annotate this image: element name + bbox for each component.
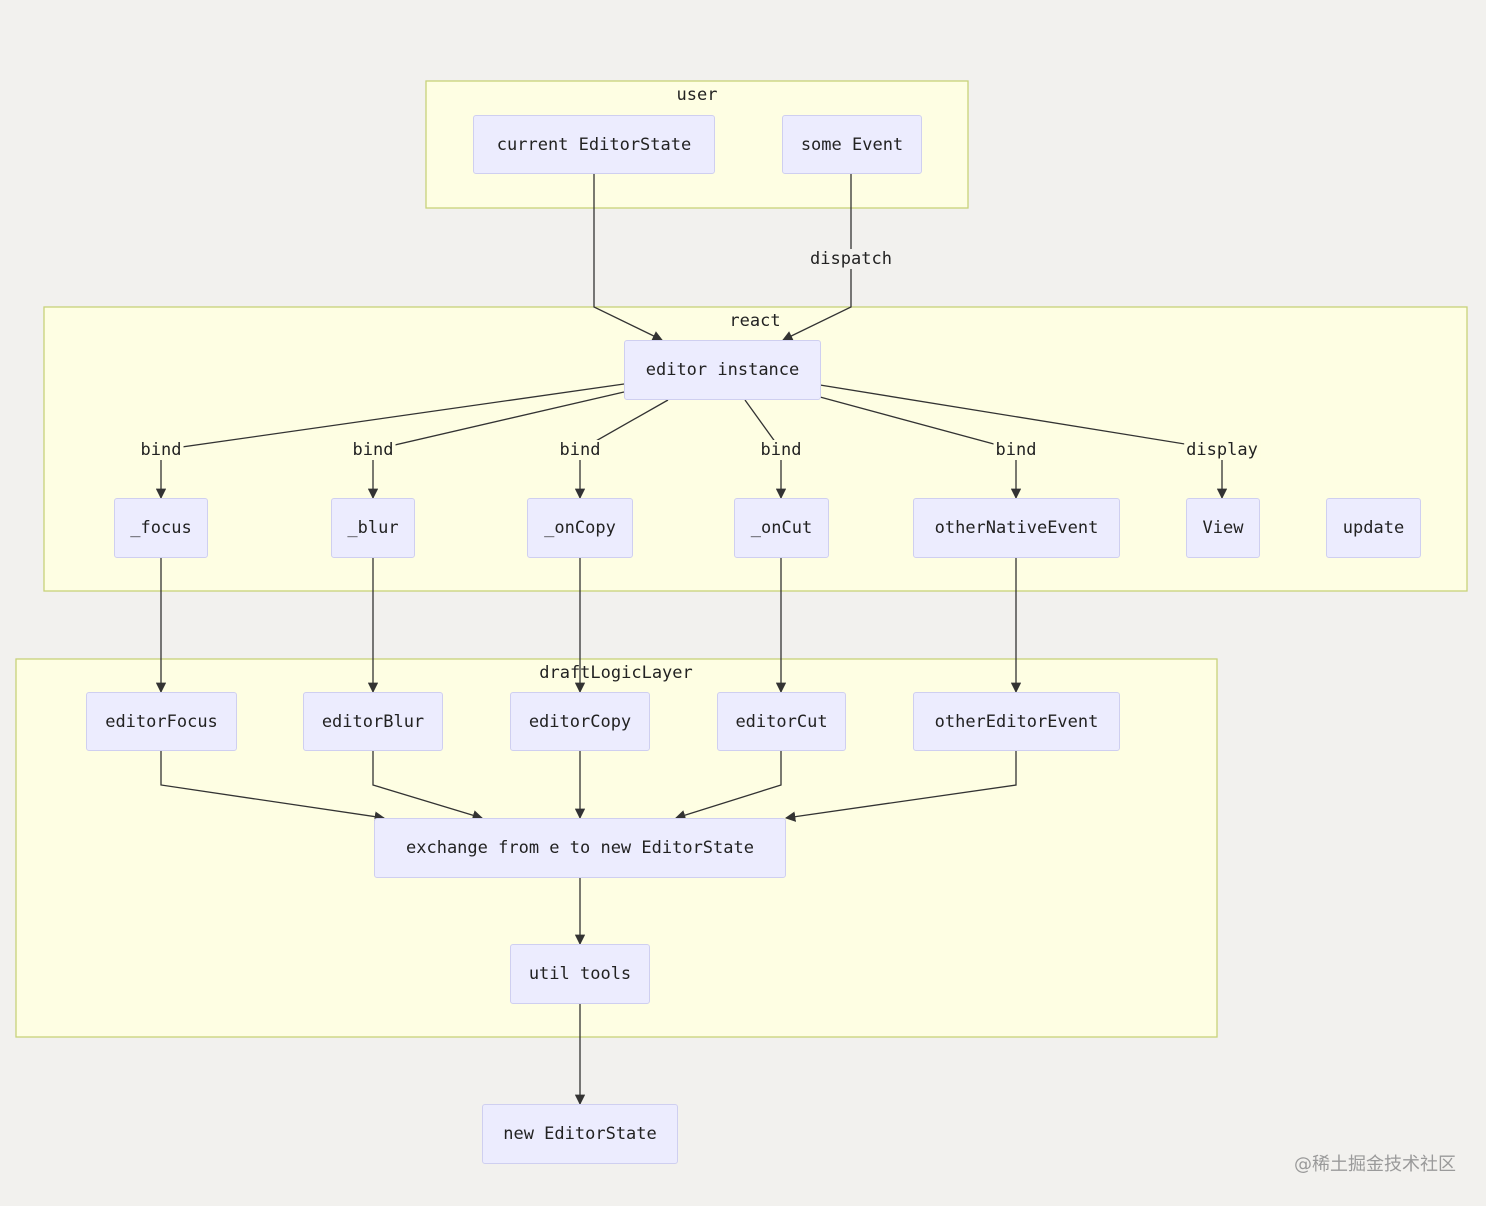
edge-editor-focus-to-exchange [160,751,386,822]
edge-editor-cut-to-exchange [675,751,782,821]
node-current-editor-state[interactable]: current EditorState [473,115,715,174]
node-editor-blur[interactable]: editorBlur [303,692,443,751]
edge-current-state-to-editor [593,174,663,341]
edge-other-editor-to-exchange [784,751,1017,822]
edge-label-bind-cut: bind [758,440,804,460]
edge-label-bind-copy: bind [557,440,603,460]
node-editor-focus[interactable]: editorFocus [86,692,237,751]
node-oncopy[interactable]: _onCopy [527,498,633,558]
node-focus[interactable]: _focus [114,498,208,558]
edge-label-display: display [1184,440,1260,460]
edge-label-bind-blur: bind [350,440,396,460]
edge-editor-blur-to-exchange [372,751,483,821]
node-update[interactable]: update [1326,498,1421,558]
node-blur[interactable]: _blur [331,498,415,558]
node-oncut[interactable]: _onCut [734,498,829,558]
cluster-label-draft-logic-layer: draftLogicLayer [539,663,693,683]
edge-label-bind-focus: bind [138,440,184,460]
node-editor-copy[interactable]: editorCopy [510,692,650,751]
node-view[interactable]: View [1186,498,1260,558]
node-other-native-event[interactable]: otherNativeEvent [913,498,1120,558]
cluster-label-react: react [729,311,781,331]
watermark: @稀土掘金技术社区 [1294,1154,1456,1175]
node-util-tools[interactable]: util tools [510,944,650,1004]
node-other-editor-event[interactable]: otherEditorEvent [913,692,1120,751]
edge-some-event-to-editor [782,174,852,341]
node-new-editor-state[interactable]: new EditorState [482,1104,678,1164]
node-some-event[interactable]: some Event [782,115,922,174]
node-editor-instance[interactable]: editor instance [624,340,821,400]
node-editor-cut[interactable]: editorCut [717,692,846,751]
cluster-label-user: user [676,85,718,105]
edge-label-bind-other: bind [993,440,1039,460]
node-exchange[interactable]: exchange from e to new EditorState [374,818,786,878]
edge-label-dispatch: dispatch [808,249,894,269]
